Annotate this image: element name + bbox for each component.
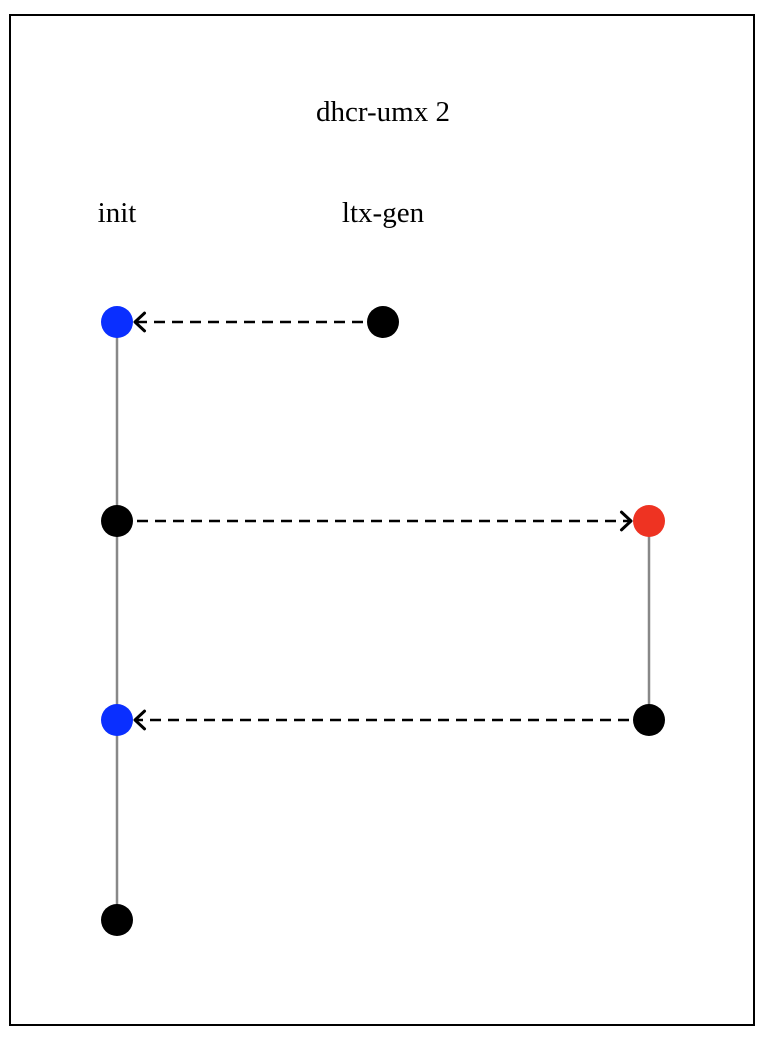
node-init-4 [101,904,133,936]
node-init-2 [101,505,133,537]
message-arrowhead-0 [133,311,147,333]
node-ltx-1 [367,306,399,338]
message-arrowhead-2 [133,709,147,731]
node-init-1 [101,306,133,338]
diagram-frame [9,14,755,1026]
node-init-3 [101,704,133,736]
node-l3-2 [633,505,665,537]
lane-label-ltx-gen: ltx-gen [341,197,425,229]
lane-label-init: init [97,197,137,229]
diagram-title: dhcr-umx 2 [316,96,450,128]
node-l3-3 [633,704,665,736]
message-arrowhead-1 [619,510,633,532]
